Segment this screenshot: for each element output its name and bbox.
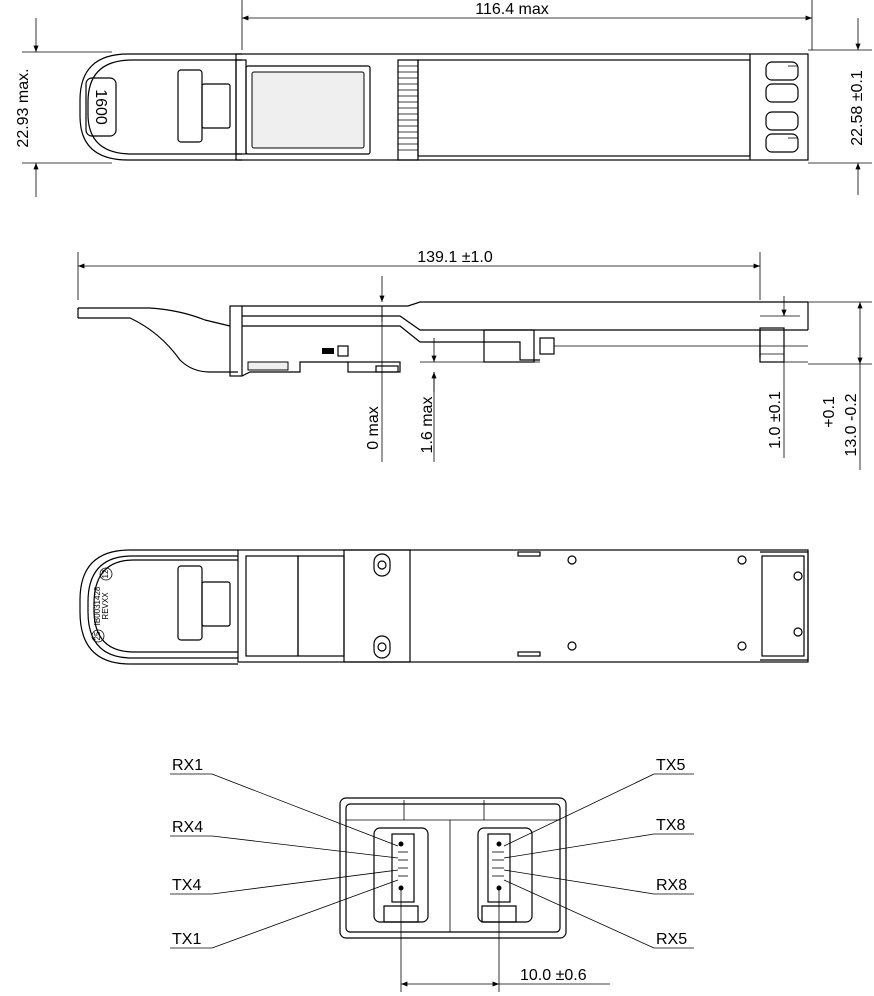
label-tx1: TX1 xyxy=(172,931,201,948)
latch-plate xyxy=(245,65,371,155)
label-tx8: TX8 xyxy=(656,817,685,834)
nose-hole xyxy=(793,627,803,637)
callout-leader-tx1 xyxy=(211,879,399,949)
dim-139-label: 139.1 ±1.0 xyxy=(417,249,493,266)
end-view: RX1 RX4 TX4 TX1 TX5 TX8 RX8 RX5 10.0 ±0.… xyxy=(170,757,694,992)
label-size: 12 xyxy=(101,569,110,578)
nose-latch xyxy=(759,327,785,363)
nose-hole xyxy=(793,571,803,581)
screw-holes xyxy=(373,553,747,659)
bottom-body xyxy=(237,549,809,663)
front-flange xyxy=(229,305,243,377)
label-rx1: RX1 xyxy=(172,757,203,774)
dim-116-label: 116.4 max xyxy=(475,1,549,18)
dim-1-0-label: 1.0 ±0.1 xyxy=(767,391,784,449)
bottom-plate xyxy=(343,549,411,663)
side-view: 139.1 ±1.0 0 max 1.6 max xyxy=(77,249,872,470)
pull-tab-grip xyxy=(177,69,203,143)
label-tx4: TX4 xyxy=(172,877,201,894)
body-bottom-line xyxy=(241,361,348,377)
slot xyxy=(517,651,541,657)
end-inner xyxy=(345,803,561,933)
dim-1-6-max-label: 1.6 max xyxy=(419,397,436,454)
callout-leader-tx8 xyxy=(503,833,655,859)
side-marking-box xyxy=(337,345,349,357)
right-guide-pin xyxy=(496,841,502,847)
bottom-latch xyxy=(247,361,289,371)
latch-rail xyxy=(242,325,540,361)
callout-leader-rx4 xyxy=(211,835,399,859)
right-receptacle xyxy=(477,827,533,923)
pull-tab-label: 1600 xyxy=(92,89,109,125)
body-top-line xyxy=(242,301,808,307)
label-rx5: RX5 xyxy=(656,931,687,948)
bottom-view: IB0031428 REVXX 12 25 xyxy=(79,549,809,665)
dim-13-label: 13.0 -0.2 xyxy=(843,393,860,456)
callout-leader-rx1 xyxy=(211,773,399,847)
slot xyxy=(517,551,541,557)
latch-plate-inner xyxy=(251,71,365,149)
pull-tab-neck xyxy=(201,83,231,129)
bottom-grip xyxy=(177,565,203,641)
tab-profile-top xyxy=(78,307,231,327)
callout-leader-rx8 xyxy=(503,869,655,895)
label-circle xyxy=(91,629,105,643)
dim-13-tol-plus: +0.1 xyxy=(821,396,838,428)
dim-22-58-label: 22.58 ±0.1 xyxy=(849,70,866,146)
pull-tab-label-box xyxy=(85,77,117,137)
bottom-tab-outline xyxy=(79,549,238,665)
label-rx8: RX8 xyxy=(656,877,687,894)
bottom-neck xyxy=(201,581,231,627)
bottom-nose xyxy=(760,551,809,661)
right-latch xyxy=(481,905,517,923)
bottom-tab-inner2 xyxy=(93,559,238,653)
callout-leader-tx5 xyxy=(503,773,655,847)
bottom-nose-inner xyxy=(761,555,805,657)
left-ferrule xyxy=(391,833,415,903)
side-marking xyxy=(322,348,334,354)
connector-block xyxy=(483,329,535,363)
bottom-label-block: IB0031428 REVXX 12 25 xyxy=(91,567,113,643)
left-guide-pin xyxy=(398,841,404,847)
tab-profile-bottom xyxy=(78,317,238,373)
bottom-latch-area xyxy=(245,555,299,657)
label-rev: REVXX xyxy=(101,592,110,620)
heatsink-fin-block xyxy=(397,59,419,161)
body-edge xyxy=(235,59,247,155)
end-outline xyxy=(339,797,567,939)
pull-tab-outline xyxy=(79,53,242,161)
bottom-tab-inner xyxy=(87,555,238,659)
pull-tab-inner xyxy=(87,59,242,155)
callout-leader-rx5 xyxy=(503,879,655,949)
bottom-tab xyxy=(375,365,399,373)
cage-latches xyxy=(765,61,799,153)
body-upper-step xyxy=(242,315,761,358)
bottom-section xyxy=(297,555,345,657)
dim-pitch-label: 10.0 ±0.6 xyxy=(520,967,587,984)
callout-leader-tx4 xyxy=(211,869,399,895)
label-tx5: TX5 xyxy=(656,757,685,774)
label-rx4: RX4 xyxy=(172,819,203,836)
heatsink-fins xyxy=(398,65,418,151)
label-num: 25 xyxy=(93,631,102,640)
top-cover xyxy=(417,59,751,157)
dim-0-max-label: 0 max xyxy=(365,406,382,450)
label-circle xyxy=(99,567,113,581)
bottom-step xyxy=(347,361,401,373)
top-view: 116.4 max 22.93 max. 22.58 ±0.1 1600 xyxy=(15,0,872,197)
dim-22-93-label: 22.93 max. xyxy=(15,68,32,147)
left-latch xyxy=(383,905,419,923)
edge-contact xyxy=(539,337,555,355)
label-code: IB0031428 xyxy=(93,586,102,625)
